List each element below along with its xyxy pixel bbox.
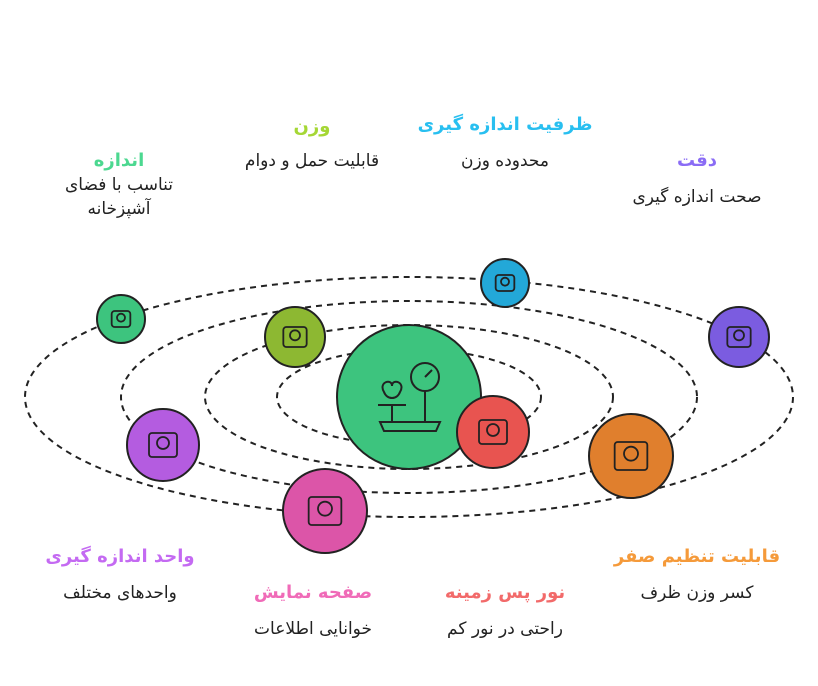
node-circle	[282, 468, 368, 554]
node-circle	[456, 395, 530, 469]
center-icon	[378, 362, 442, 432]
label-size: اندازه تناسب با فضای آشپزخانه	[65, 149, 173, 221]
orbit-3	[120, 300, 698, 494]
label-capacity: ظرفیت اندازه گیری محدوده وزن	[418, 113, 593, 173]
desc-tare: کسر وزن ظرف	[640, 583, 754, 603]
desc-precision: صحت اندازه گیری	[632, 187, 762, 207]
orbit-4	[24, 276, 794, 518]
label-display: صفحه نمایش خوانایی اطلاعات	[254, 581, 372, 641]
label-backlight: نور پس زمینه راحتی در نور کم	[445, 581, 565, 641]
desc-unit: واحدهای مختلف	[63, 583, 177, 603]
node-circle	[126, 408, 200, 482]
label-unit: واحد اندازه گیری واحدهای مختلف	[45, 545, 194, 605]
title-weight: وزن	[293, 116, 331, 137]
node-circle	[588, 413, 674, 499]
node-circle	[480, 258, 530, 308]
desc-size-line2: آشپزخانه	[87, 199, 151, 219]
capacity-icon	[494, 274, 516, 292]
node-circle	[708, 306, 770, 368]
luggage-scale-icon	[282, 326, 308, 348]
desc-backlight: راحتی در نور کم	[447, 619, 563, 639]
title-size: اندازه	[93, 150, 145, 171]
backlight-icon	[478, 419, 508, 445]
label-tare: قابلیت تنظیم صفر کسر وزن ظرف	[614, 545, 780, 605]
node-circle	[264, 306, 326, 368]
desc-weight: قابلیت حمل و دوام	[244, 151, 380, 171]
desc-size: تناسب با فضای	[64, 175, 174, 195]
title-display: صفحه نمایش	[253, 582, 373, 603]
desc-capacity: محدوده وزن	[461, 151, 549, 171]
node-circle	[96, 294, 146, 344]
desc-display: خوانایی اطلاعات	[254, 619, 372, 639]
tare-icon	[613, 441, 649, 471]
title-unit: واحد اندازه گیری	[45, 546, 195, 567]
label-weight: وزن قابلیت حمل و دوام	[245, 115, 379, 173]
title-capacity: ظرفیت اندازه گیری	[417, 114, 593, 135]
orbit-1	[276, 348, 542, 446]
title-backlight: نور پس زمینه	[444, 582, 566, 603]
kitchen-scale-icon	[110, 310, 132, 328]
precision-icon	[726, 326, 752, 348]
display-icon	[307, 496, 343, 526]
title-tare: قابلیت تنظیم صفر	[613, 546, 781, 567]
title-precision: دقت	[676, 150, 718, 171]
balance-icon	[148, 432, 178, 458]
label-precision: دقت صحت اندازه گیری	[632, 149, 761, 209]
